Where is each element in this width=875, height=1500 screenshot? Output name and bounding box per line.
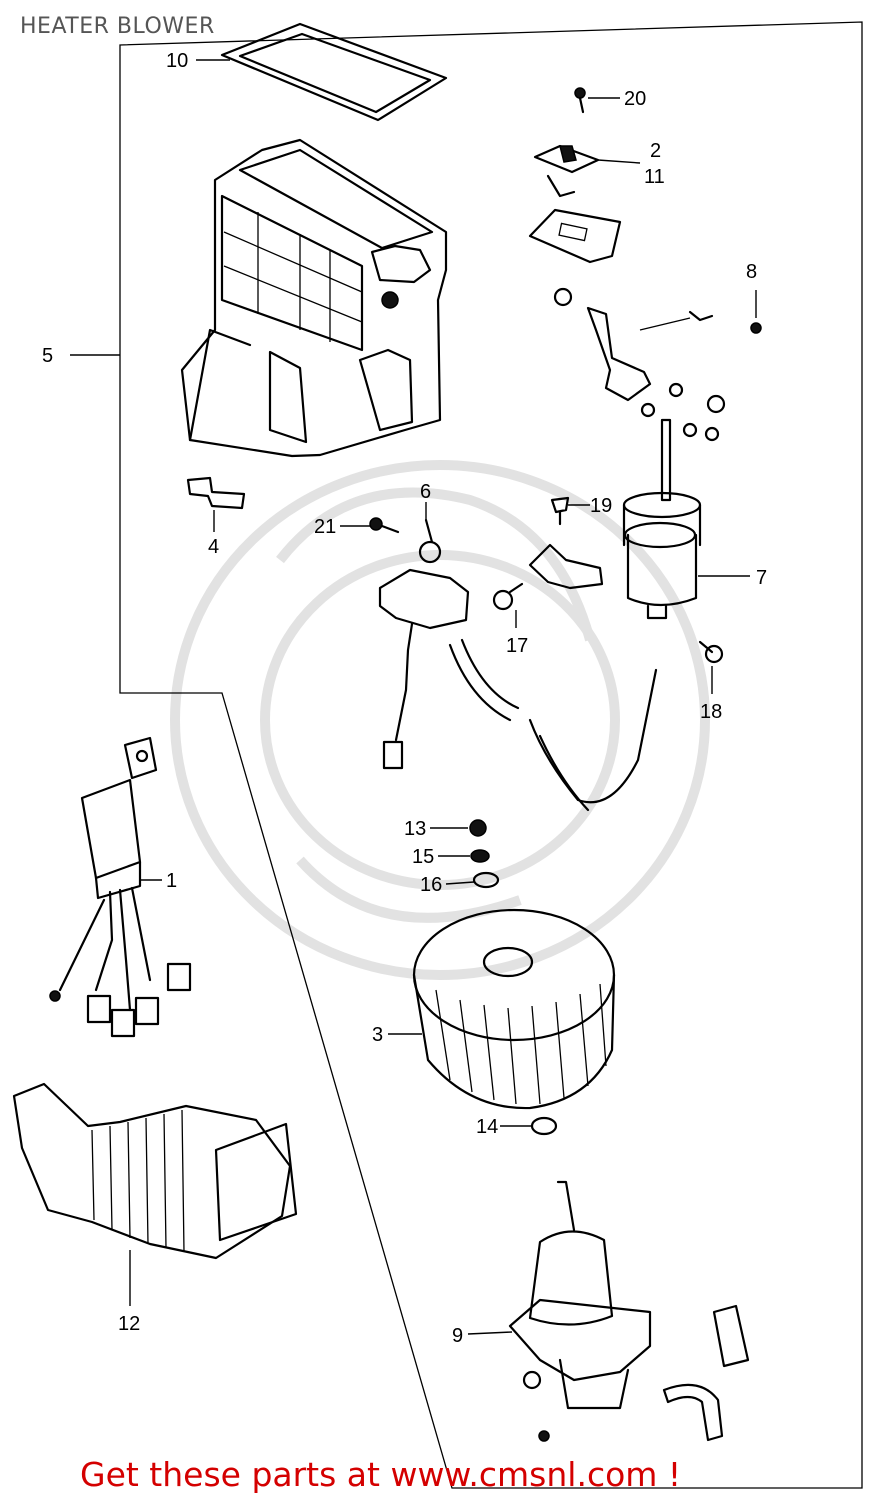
callout-14: 14 bbox=[476, 1116, 498, 1138]
valve-17 bbox=[492, 582, 524, 611]
blower-housing-5 bbox=[180, 138, 448, 458]
screw-21 bbox=[369, 517, 400, 534]
vacuum-actuator-7 bbox=[622, 418, 702, 620]
switch-2-11 bbox=[533, 144, 600, 198]
callout-18: 18 bbox=[700, 701, 722, 723]
resistor-6 bbox=[378, 518, 470, 770]
vacuum-hose bbox=[448, 638, 658, 812]
assembly-boundary bbox=[119, 21, 863, 1489]
callout-21: 21 bbox=[314, 516, 336, 538]
callout-4: 4 bbox=[208, 536, 219, 558]
callout-2: 2 bbox=[650, 140, 661, 162]
screw-18 bbox=[698, 640, 724, 664]
callout-12: 12 bbox=[118, 1313, 140, 1335]
bracket bbox=[528, 208, 622, 264]
callout-3: 3 bbox=[372, 1024, 383, 1046]
page-title: HEATER BLOWER bbox=[20, 14, 215, 39]
clip-4 bbox=[186, 476, 246, 510]
callout-20: 20 bbox=[624, 88, 646, 110]
duct-12 bbox=[12, 1082, 298, 1260]
connector-9 bbox=[662, 1304, 750, 1442]
screw-19 bbox=[550, 496, 570, 526]
callout-leaders bbox=[70, 59, 757, 1335]
fan-wheel-3 bbox=[412, 908, 616, 1110]
callout-1: 1 bbox=[166, 870, 177, 892]
promo-link-text[interactable]: Get these parts at www.cmsnl.com ! bbox=[80, 1455, 682, 1494]
bracket-small bbox=[528, 543, 604, 590]
washer-14 bbox=[530, 1116, 558, 1136]
linkage bbox=[553, 287, 762, 442]
callout-9: 9 bbox=[452, 1325, 463, 1347]
callout-7: 7 bbox=[756, 567, 767, 589]
callout-15: 15 bbox=[412, 846, 434, 868]
callout-16: 16 bbox=[420, 874, 442, 896]
callout-8: 8 bbox=[746, 261, 757, 283]
callout-10: 10 bbox=[166, 50, 188, 72]
washer-15 bbox=[470, 849, 490, 863]
washer-16 bbox=[472, 871, 500, 889]
blower-motor-9 bbox=[508, 1180, 652, 1442]
callout-19: 19 bbox=[590, 495, 612, 517]
callout-11: 11 bbox=[644, 166, 665, 188]
screw-20 bbox=[574, 87, 586, 114]
nut-13 bbox=[469, 819, 487, 837]
callout-6: 6 bbox=[420, 481, 431, 503]
relay-1 bbox=[49, 736, 192, 1038]
watermark-logo bbox=[170, 460, 710, 980]
callout-13: 13 bbox=[404, 818, 426, 840]
callout-5: 5 bbox=[42, 345, 53, 367]
callout-labels: 10 5 20 2 11 8 7 4 21 6 19 17 18 1 13 15… bbox=[42, 50, 767, 1347]
gasket-10 bbox=[220, 22, 448, 122]
callout-17: 17 bbox=[506, 635, 528, 657]
